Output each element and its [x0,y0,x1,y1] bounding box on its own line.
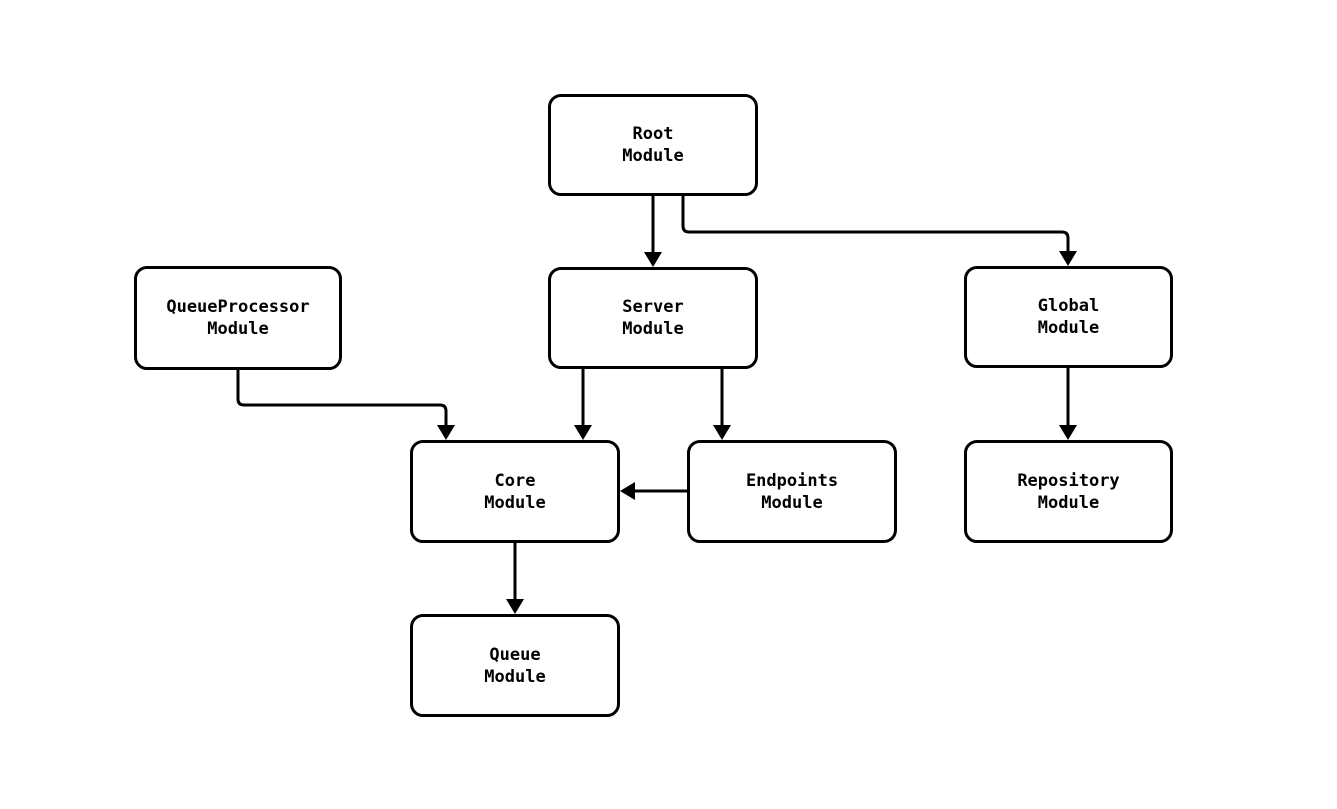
node-queueprocessor-module[interactable]: QueueProcessor Module [134,266,342,370]
node-endpoints-module[interactable]: Endpoints Module [687,440,897,543]
edge-root-to-global [681,196,1077,266]
node-root-module-label: Root Module [622,124,684,166]
node-core-module-label: Core Module [484,470,546,513]
node-root-module[interactable]: Root Module [548,94,758,196]
node-repository-module-label: Repository Module [1017,470,1120,513]
edge-queueprocessor-to-core [236,370,455,440]
node-repository-module[interactable]: Repository Module [964,440,1173,543]
edge-server-to-endpoints [713,369,731,440]
node-global-module[interactable]: Global Module [964,266,1173,368]
edge-core-to-queue [506,543,524,614]
edge-root-to-server [644,196,662,267]
edge-endpoints-to-core [620,482,687,500]
node-queueprocessor-module-label: QueueProcessor Module [166,297,310,339]
edge-server-to-core [574,369,592,440]
node-queue-module-label: Queue Module [484,644,546,687]
node-server-module-label: Server Module [622,297,684,339]
node-endpoints-module-label: Endpoints Module [745,470,839,513]
node-server-module[interactable]: Server Module [548,267,758,369]
edge-global-to-repository [1059,368,1077,440]
node-core-module[interactable]: Core Module [410,440,620,543]
node-global-module-label: Global Module [1037,296,1100,338]
node-queue-module[interactable]: Queue Module [410,614,620,717]
